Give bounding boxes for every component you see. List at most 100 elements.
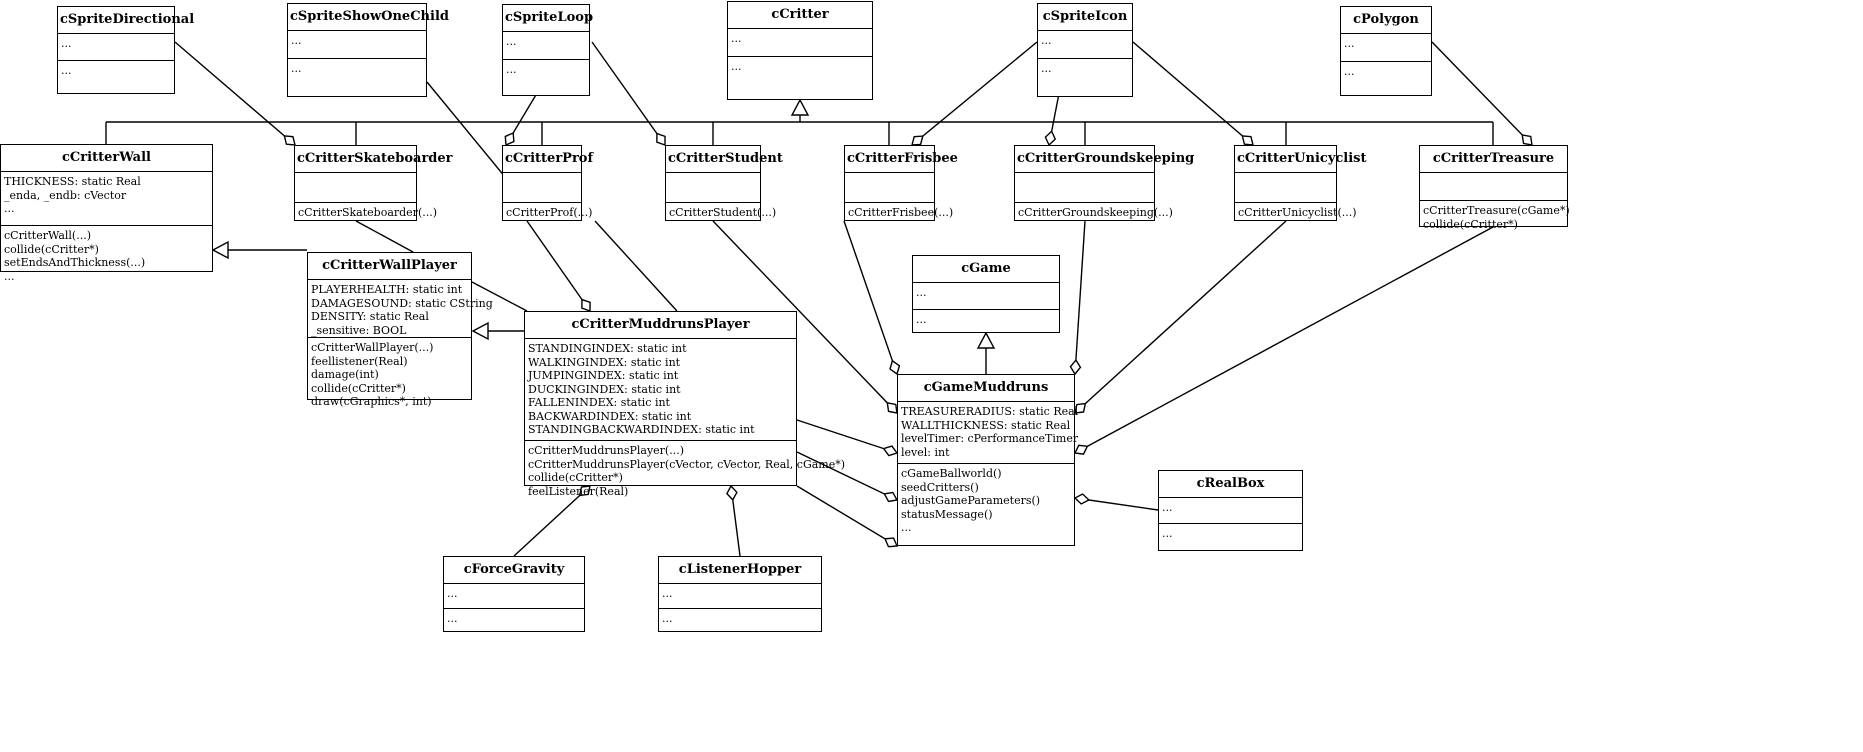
operation: cCritterWallPlayer(...) — [311, 341, 434, 354]
class-cSpriteIcon: cSpriteIcon...... — [1037, 3, 1133, 97]
attribute: ... — [1344, 37, 1355, 50]
class-name: cCritterSkateboarder — [295, 146, 453, 173]
operations-compartment: cCritterWall(...)collide(cCritter*)setEn… — [1, 226, 212, 287]
class-cForceGravity: cForceGravity...... — [443, 556, 585, 632]
assoc-prof-muddrunsplayer-agg — [526, 220, 591, 312]
operations-compartment: ... — [1341, 62, 1431, 83]
operation: ... — [901, 521, 912, 534]
attribute: DENSITY: static Real — [311, 310, 429, 323]
assoc-unicyclist-gamemuddruns-diamond — [1074, 402, 1087, 414]
operations-compartment: ... — [288, 59, 426, 80]
operations-compartment: cGameBallworld()seedCritters()adjustGame… — [898, 464, 1074, 539]
attribute: STANDINGINDEX: static int — [528, 342, 687, 355]
operation: ... — [731, 60, 742, 73]
operations-compartment: cCritterTreasure(cGame*)collide(cCritter… — [1420, 201, 1570, 235]
operation: ... — [662, 612, 673, 625]
attributes-compartment — [503, 173, 581, 203]
class-name: cCritter — [728, 2, 872, 29]
class-cListenerHopper: cListenerHopper...... — [658, 556, 822, 632]
class-name: cSpriteShowOneChild — [288, 4, 449, 31]
assoc-spriteloop-prof-diamond — [504, 131, 515, 147]
class-cSpriteDirectional: cSpriteDirectional...... — [57, 6, 194, 94]
class-cCritter: cCritter...... — [727, 1, 873, 100]
operation: cCritterMuddrunsPlayer(cVector, cVector,… — [528, 457, 846, 471]
class-name: cSpriteLoop — [503, 5, 593, 32]
operation: cGameBallworld() — [901, 467, 1002, 480]
attributes-compartment: ... — [1159, 498, 1302, 524]
operations-compartment: cCritterWallPlayer(...)feellistener(Real… — [308, 338, 471, 413]
assoc-spriteicon-unicyclist — [1132, 41, 1254, 146]
attribute: ... — [916, 286, 927, 299]
operations-compartment: cCritterGroundskeeping(...) — [1015, 203, 1173, 224]
class-name: cListenerHopper — [659, 557, 821, 584]
assoc-student-gamemuddruns-diamond — [886, 402, 898, 414]
attributes-compartment: ... — [1341, 34, 1431, 62]
operations-compartment: ... — [58, 61, 174, 82]
attributes-compartment: ... — [288, 31, 426, 59]
assoc-muddrunsplayer-gamemuddruns-3 — [796, 485, 898, 547]
operation: ... — [61, 64, 72, 77]
attribute: TREASURERADIUS: static Real — [901, 405, 1079, 418]
attribute: ... — [1041, 34, 1052, 47]
attribute: STANDINGBACKWARDINDEX: static int — [528, 423, 755, 436]
attribute: level: int — [901, 445, 950, 459]
class-name: cCritterTreasure — [1420, 146, 1567, 173]
operation: ... — [506, 63, 517, 76]
assoc-wallplayer-muddrunsplayer — [471, 281, 528, 312]
assoc-spriteicon-frisbee-diamond — [911, 135, 924, 146]
assoc-muddrunsplayer-gamemuddruns-2-diamond — [883, 491, 899, 503]
attribute: WALLTHICKNESS: static Real — [901, 418, 1071, 432]
class-cRealBox: cRealBox...... — [1158, 470, 1303, 551]
attribute: ... — [61, 37, 72, 50]
attributes-compartment: ... — [1038, 31, 1132, 59]
operations-compartment: cCritterProf(...) — [503, 203, 593, 224]
assoc-realbox-gamemuddruns-diamond — [1073, 493, 1091, 505]
operation: cCritterUnicyclist(...) — [1238, 206, 1357, 219]
attribute: ... — [506, 35, 517, 48]
class-name: cCritterMuddrunsPlayer — [525, 312, 796, 339]
operation: feelListener(Real) — [528, 484, 629, 498]
operations-compartment: cCritterUnicyclist(...) — [1235, 203, 1357, 224]
operation: collide(cCritter*) — [1423, 217, 1518, 231]
assoc-spriteicon-frisbee — [911, 41, 1038, 146]
operation: feellistener(Real) — [311, 354, 408, 368]
attribute: DUCKINGINDEX: static int — [528, 382, 681, 396]
operation: draw(cGraphics*, int) — [311, 395, 432, 408]
operation: cCritterFrisbee(...) — [848, 206, 954, 219]
operation: cCritterProf(...) — [506, 206, 593, 219]
class-name: cCritterWall — [1, 145, 212, 172]
operations-compartment: ... — [659, 609, 821, 630]
class-cGame: cGame...... — [912, 255, 1060, 333]
class-name: cGameMuddruns — [898, 375, 1074, 402]
operations-compartment: cCritterMuddrunsPlayer(...)cCritterMuddr… — [525, 441, 846, 502]
attributes-compartment: ... — [728, 29, 872, 57]
attributes-compartment — [1420, 173, 1567, 201]
attribute: ... — [291, 34, 302, 47]
assoc-prof-muddrunsplayer-agg-diamond — [581, 298, 591, 312]
assoc-muddrunsplayer-gamemuddruns-3-diamond — [883, 537, 899, 548]
assoc-muddrunsplayer-gamemuddruns-1-diamond — [882, 445, 899, 457]
operation: seedCritters() — [901, 480, 979, 494]
class-name: cSpriteDirectional — [58, 7, 194, 34]
assoc-forcegravity-muddrunsplayer-diamond — [578, 485, 591, 497]
operation: statusMessage() — [901, 507, 993, 521]
assoc-treasure-gamemuddruns-diamond — [1073, 444, 1089, 455]
assoc-frisbee-gamemuddruns-diamond — [889, 359, 901, 376]
attribute: ... — [731, 32, 742, 45]
operations-compartment: cCritterStudent(...) — [666, 203, 776, 224]
inherit-arrow-ccritterwall — [211, 240, 229, 260]
operations-compartment: ... — [728, 57, 872, 78]
attribute: WALKINGINDEX: static int — [528, 355, 681, 369]
assoc-muddrunsplayer-gamemuddruns-1 — [796, 419, 898, 454]
class-name: cCritterFrisbee — [845, 146, 958, 173]
assoc-spriteicon-unicyclist-diamond — [1241, 135, 1254, 146]
class-name: cCritterGroundskeeping — [1015, 146, 1194, 173]
attribute: ... — [1162, 501, 1173, 514]
class-cCritterGroundskeeping: cCritterGroundskeeping cCritterGroundskee… — [1014, 145, 1194, 224]
assoc-forcegravity-muddrunsplayer — [513, 485, 591, 557]
attribute: _sensitive: BOOL — [311, 323, 407, 337]
attributes-compartment: THICKNESS: static Real_enda, _endb: cVec… — [1, 172, 212, 226]
